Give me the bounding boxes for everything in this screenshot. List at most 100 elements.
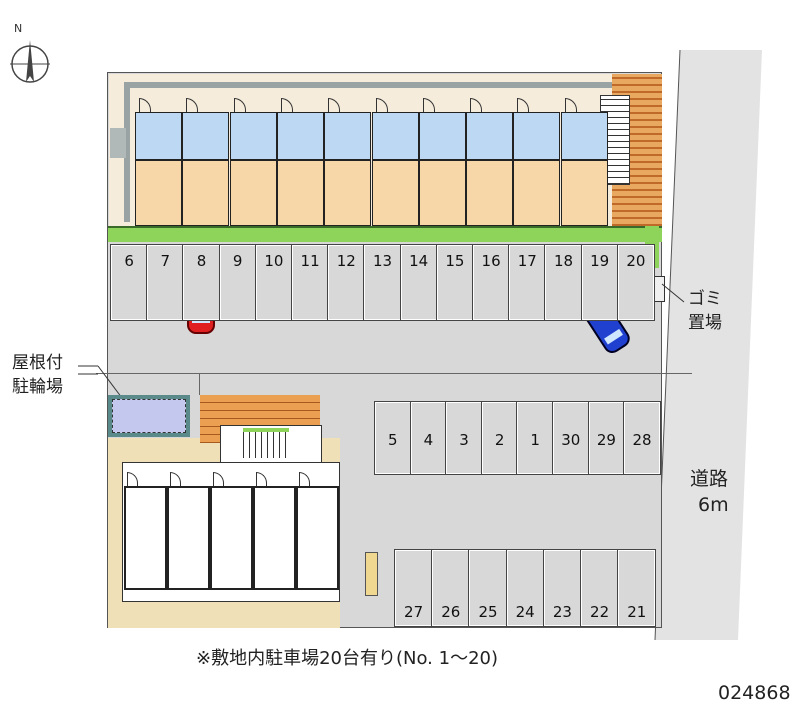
unit-bath xyxy=(418,112,466,160)
parking-spot-17: 17 xyxy=(508,244,547,321)
bike-label-1: 屋根付 xyxy=(12,353,63,373)
parking-spot-10: 10 xyxy=(254,244,293,321)
spot-number: 16 xyxy=(481,252,501,270)
lower-unit xyxy=(167,486,210,590)
spot-number: 3 xyxy=(459,431,469,449)
bike-label-2: 駐輪場 xyxy=(12,377,63,397)
parking-spot-27: 27 xyxy=(393,549,434,627)
unit-room xyxy=(513,160,561,226)
parking-spot-19: 19 xyxy=(580,244,619,321)
lower-unit xyxy=(296,486,339,590)
spot-number: 15 xyxy=(445,252,465,270)
door-icon xyxy=(299,472,310,486)
parking-spot-30: 30 xyxy=(552,401,590,475)
unit-bath xyxy=(466,112,514,160)
bike-pointer xyxy=(78,365,123,399)
parking-spot-22: 22 xyxy=(579,549,620,627)
garbage-pointer xyxy=(661,283,685,303)
spot-number: 20 xyxy=(626,252,646,270)
spot-number: 18 xyxy=(553,252,574,270)
bicycle-shed xyxy=(108,395,190,437)
parking-spot-8: 8 xyxy=(182,244,221,321)
unit-room xyxy=(229,160,277,226)
spot-number: 29 xyxy=(596,431,616,449)
unit-room xyxy=(418,160,466,226)
spot-number: 21 xyxy=(627,603,647,621)
parking-spot-5: 5 xyxy=(374,401,412,475)
lower-unit xyxy=(253,486,296,590)
storage-box xyxy=(365,552,378,596)
caption: ※敷地内駐車場20台有り(No. 1～20) xyxy=(196,648,498,669)
compass-icon xyxy=(10,40,50,83)
road-label-1: 道路 xyxy=(690,468,729,490)
parking-spot-24: 24 xyxy=(505,549,545,627)
spot-number: 5 xyxy=(388,431,398,449)
pillar xyxy=(110,128,126,158)
spot-number: 30 xyxy=(561,431,581,449)
unit-bath xyxy=(276,112,324,160)
parking-spot-15: 15 xyxy=(435,244,474,321)
spot-number: 14 xyxy=(409,252,429,270)
parking-spot-23: 23 xyxy=(542,549,582,627)
door-icon xyxy=(256,472,267,486)
parking-spot-29: 29 xyxy=(587,401,626,475)
parking-spot-26: 26 xyxy=(431,549,471,627)
parking-spot-14: 14 xyxy=(399,244,438,321)
parking-spot-3: 3 xyxy=(445,401,483,475)
door-icon xyxy=(127,472,138,486)
spot-number: 2 xyxy=(494,431,505,449)
unit-bath xyxy=(182,112,230,160)
parking-spot-2: 2 xyxy=(480,401,519,475)
spot-number: 25 xyxy=(478,603,498,621)
spot-number: 6 xyxy=(124,252,134,270)
property-id: 024868 xyxy=(718,682,791,704)
parking-spot-18: 18 xyxy=(544,244,583,321)
spot-number: 22 xyxy=(590,603,610,621)
spot-number: 24 xyxy=(515,603,535,621)
door-icon xyxy=(170,472,181,486)
spot-number: 7 xyxy=(160,252,171,270)
unit-room xyxy=(182,160,230,226)
spot-number: 12 xyxy=(336,252,356,270)
unit-bath xyxy=(324,112,372,160)
parking-spot-16: 16 xyxy=(471,244,511,321)
aisle-tick xyxy=(199,373,200,395)
spot-number: 19 xyxy=(590,252,610,270)
unit-room xyxy=(135,160,182,226)
door-icon xyxy=(422,98,435,112)
garbage-label-1: ゴミ xyxy=(688,289,722,309)
entrance xyxy=(220,425,322,465)
door-icon xyxy=(564,98,577,112)
lower-unit xyxy=(210,486,253,590)
spot-number: 10 xyxy=(264,252,284,270)
spot-number: 4 xyxy=(423,431,434,449)
parking-spot-7: 7 xyxy=(146,244,185,321)
parking-spot-4: 4 xyxy=(409,401,448,475)
door-icon xyxy=(375,98,388,112)
unit-bath xyxy=(513,112,561,160)
road-label-2: 6m xyxy=(698,494,729,516)
parking-spot-20: 20 xyxy=(616,244,655,321)
hedge xyxy=(108,226,662,242)
parking-spot-21: 21 xyxy=(617,549,657,627)
spot-number: 13 xyxy=(372,252,393,270)
spot-number: 9 xyxy=(232,252,243,270)
aisle-line xyxy=(96,373,692,374)
unit-bath xyxy=(560,112,608,160)
unit-room xyxy=(371,160,419,226)
compass-north-label: N xyxy=(14,22,23,35)
parking-spot-25: 25 xyxy=(468,549,508,627)
parking-spot-1: 1 xyxy=(516,401,554,475)
spot-number: 27 xyxy=(404,603,424,621)
building-wall xyxy=(124,82,624,222)
lower-unit xyxy=(124,486,167,590)
spot-number: 23 xyxy=(552,603,572,621)
unit-bath xyxy=(135,112,182,160)
parking-spot-13: 13 xyxy=(363,244,402,321)
spot-number: 11 xyxy=(300,252,320,270)
unit-room xyxy=(276,160,324,226)
door-icon xyxy=(233,98,246,112)
door-icon xyxy=(213,472,224,486)
unit-room xyxy=(560,160,608,226)
